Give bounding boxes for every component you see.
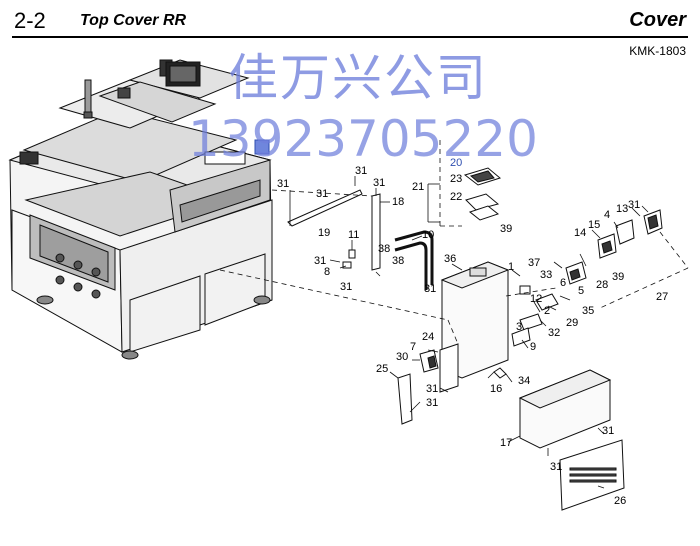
callout: 30 [396, 351, 408, 363]
callout: 4 [604, 209, 610, 221]
callout: 20 [450, 157, 462, 169]
machine-illustration [8, 59, 273, 360]
callout: 15 [588, 219, 600, 231]
category-label: Cover [629, 9, 686, 31]
callout: 31 [277, 178, 289, 190]
callout: 31 [355, 165, 367, 177]
callout: 3 [516, 321, 522, 333]
leader-lines [289, 176, 649, 489]
callout: 27 [656, 291, 668, 303]
callout: 14 [574, 227, 586, 239]
section-number: 2-2 [14, 8, 46, 33]
callout: 36 [444, 253, 456, 265]
exploded-parts [287, 167, 663, 511]
callout: 17 [500, 437, 512, 449]
callout: 35 [582, 305, 594, 317]
callout: 39 [500, 223, 512, 235]
callout: 21 [412, 181, 424, 193]
callout: 5 [578, 285, 584, 297]
callout: 19 [318, 227, 330, 239]
callout: 1 [508, 261, 514, 273]
callout: 31 [340, 281, 352, 293]
callout: 31 [426, 383, 438, 395]
callout: 9 [530, 341, 536, 353]
callout: 23 [450, 173, 462, 185]
callout: 31 [550, 461, 562, 473]
callout: 38 [378, 243, 390, 255]
callout: 10 [422, 229, 434, 241]
callout: 31 [314, 255, 326, 267]
callout: 31 [316, 188, 328, 200]
page-title: Top Cover RR [80, 12, 187, 29]
page-header: 2-2 Top Cover RR Cover KMK-1803 [0, 0, 700, 58]
callout: 31 [426, 397, 438, 409]
callout: 7 [410, 341, 416, 353]
callout: 24 [422, 331, 434, 343]
callout: 31 [628, 199, 640, 211]
callout: 38 [392, 255, 404, 267]
callout: 8 [324, 266, 330, 278]
callout: 37 [528, 257, 540, 269]
callout: 16 [490, 383, 502, 395]
callout: 13 [616, 203, 628, 215]
part-code: KMK-1803 [629, 44, 686, 58]
callout: 33 [540, 269, 552, 281]
callout: 25 [376, 363, 388, 375]
callout: 6 [560, 277, 566, 289]
callout: 2 [544, 305, 550, 317]
callout: 18 [392, 196, 404, 208]
callout: 22 [450, 191, 462, 203]
callout-labels: 31 31 31 31 19 18 11 31 8 31 38 38 10 31… [277, 157, 668, 507]
callout: 31 [373, 177, 385, 189]
callout: 26 [614, 495, 626, 507]
watermark-phone: 13923705220 [188, 110, 538, 168]
callout: 34 [518, 375, 530, 387]
callout: 28 [596, 279, 608, 291]
callout: 31 [602, 425, 614, 437]
callout: 29 [566, 317, 578, 329]
callout: 39 [612, 271, 624, 283]
callout: 31 [424, 283, 436, 295]
watermark-company: 佳万兴公司 [228, 49, 488, 107]
header-rule [12, 36, 688, 38]
callout: 12 [530, 293, 542, 305]
callout: 32 [548, 327, 560, 339]
dashed-guides [219, 140, 689, 345]
callout: 11 [348, 229, 359, 241]
